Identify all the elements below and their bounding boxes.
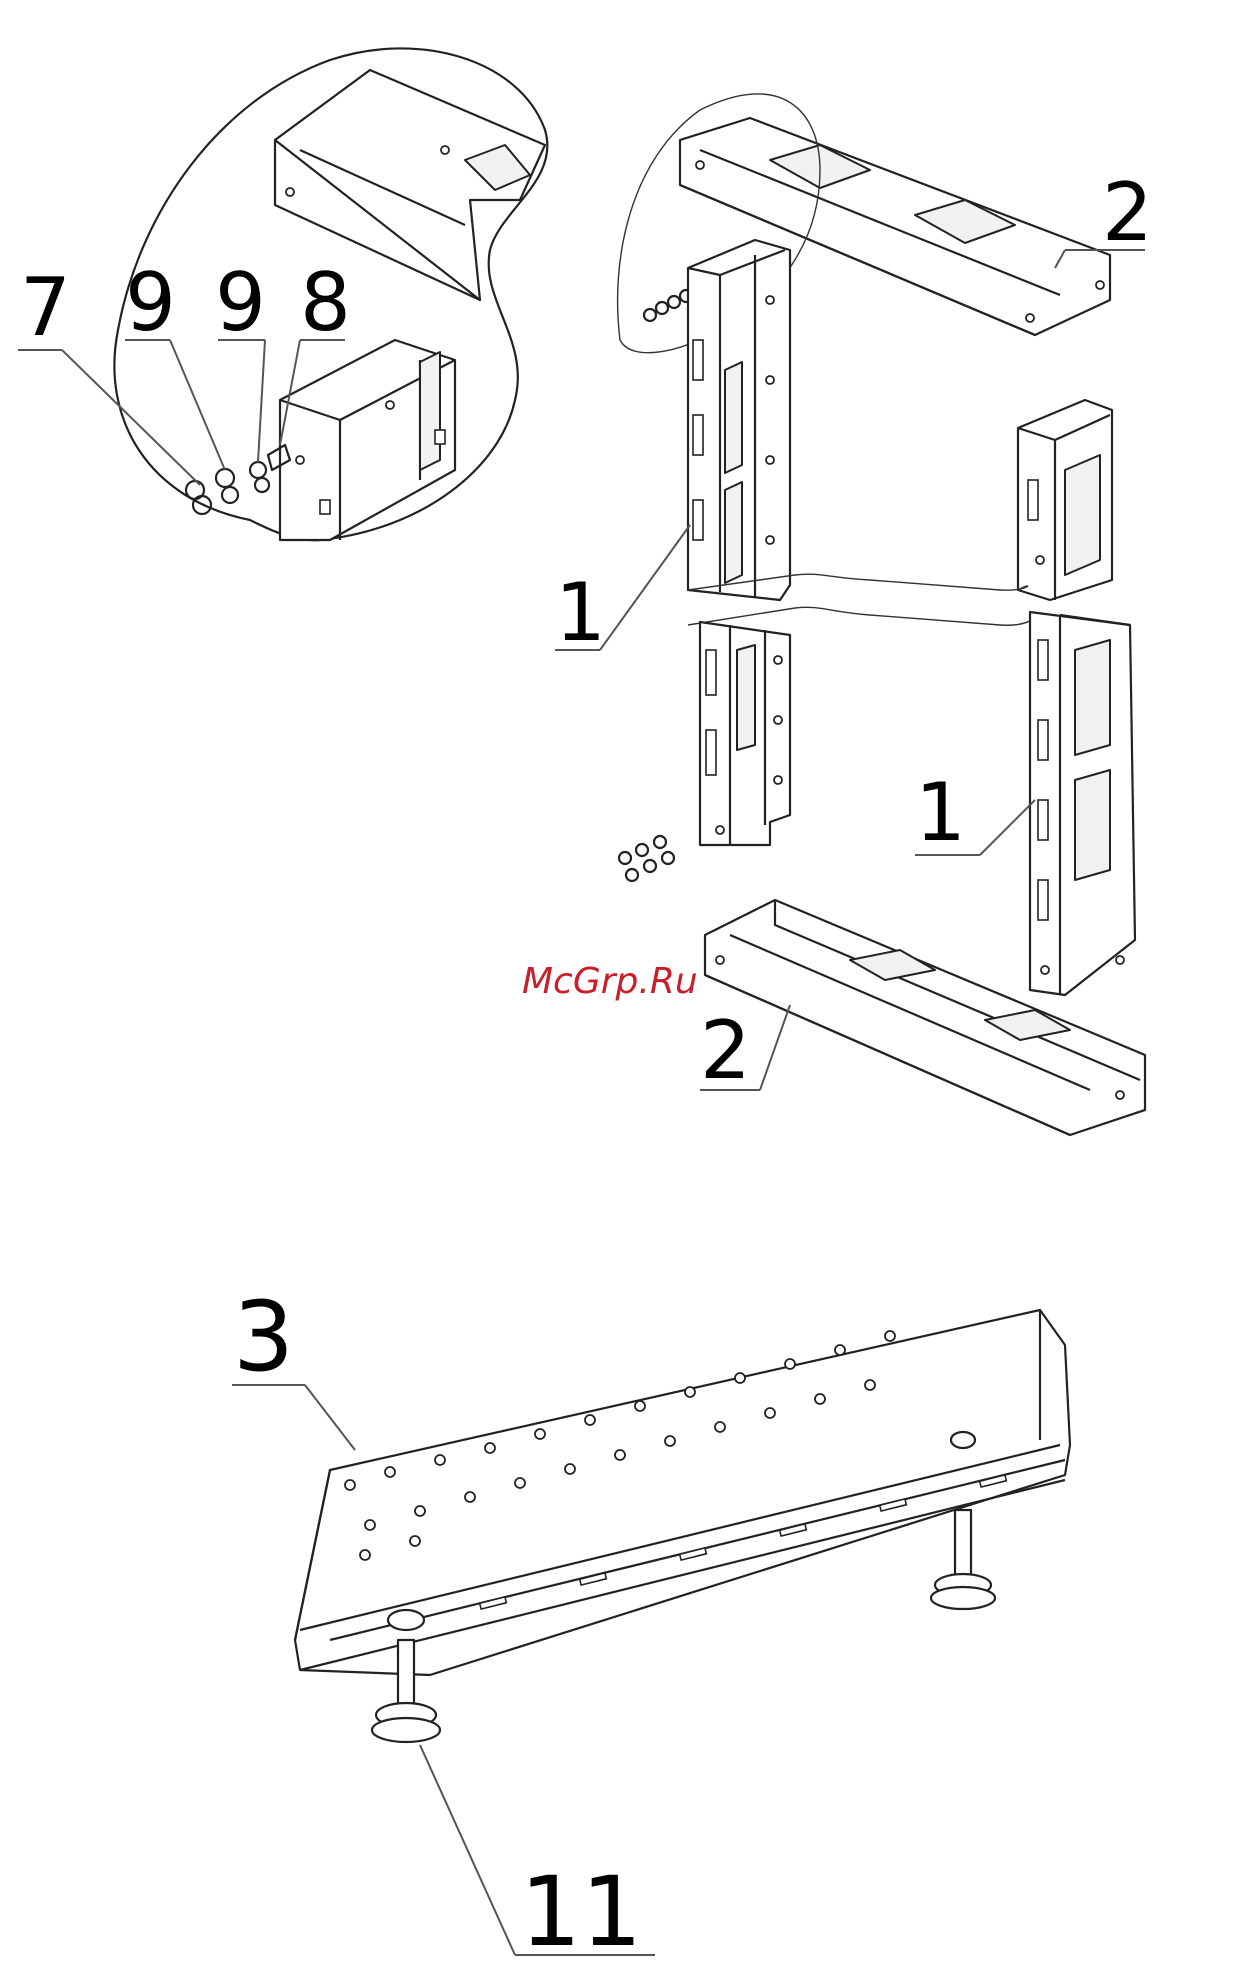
right-upright-upper bbox=[1018, 400, 1112, 600]
callout-9-second: 9 bbox=[215, 256, 266, 349]
top-fasteners-icon bbox=[644, 290, 692, 321]
callout-11: 11 bbox=[520, 1856, 642, 1968]
callout-2-bottom: 2 bbox=[700, 1004, 751, 1097]
callout-9-first: 9 bbox=[125, 256, 176, 349]
callout-1-right: 1 bbox=[915, 766, 966, 859]
left-upright-upper bbox=[688, 240, 790, 600]
callout-7: 7 bbox=[20, 261, 71, 354]
callout-2-top: 2 bbox=[1102, 166, 1153, 259]
watermark-text: McGrp.Ru bbox=[522, 961, 698, 1002]
callout-1-left: 1 bbox=[555, 566, 606, 659]
detail-upright bbox=[280, 340, 455, 540]
leader-lines bbox=[18, 250, 1145, 1955]
base-assembly bbox=[295, 1310, 1070, 1742]
loose-fasteners-icon bbox=[619, 836, 674, 881]
callout-3: 3 bbox=[233, 1281, 294, 1393]
right-upright-lower bbox=[1030, 612, 1135, 995]
break-line-bottom bbox=[688, 607, 1034, 625]
callout-8: 8 bbox=[300, 256, 351, 349]
left-upright-lower bbox=[700, 622, 790, 845]
